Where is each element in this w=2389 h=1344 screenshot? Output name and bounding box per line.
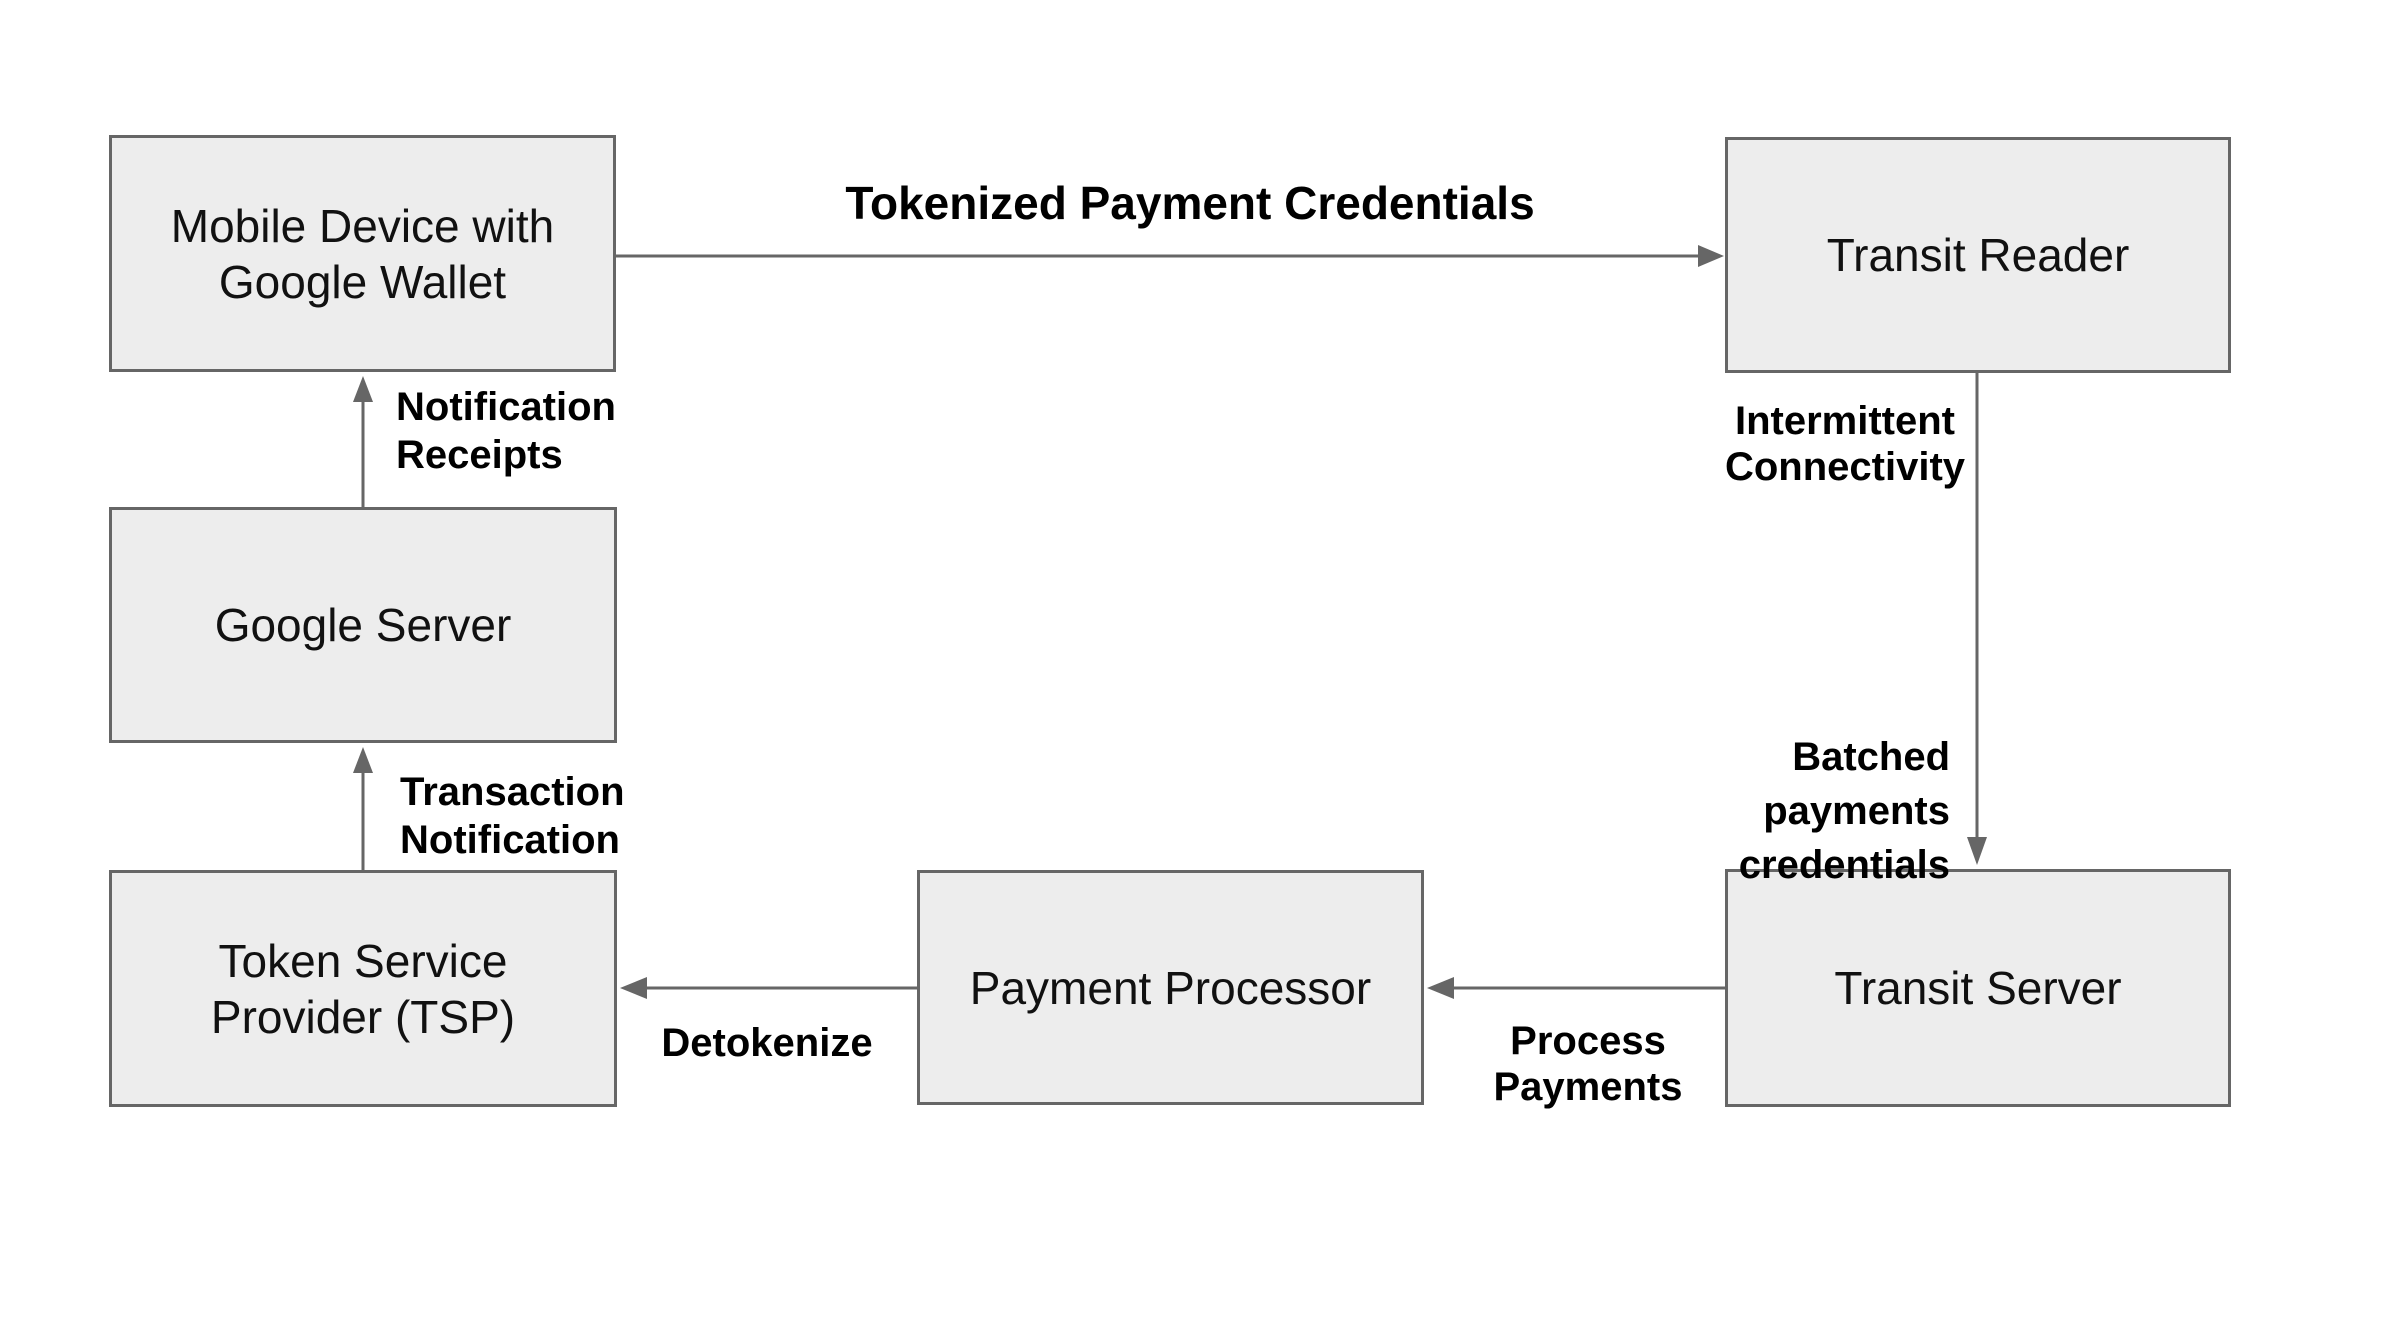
edge-tsp-to-google-server-arrow [353,747,373,870]
node-mobile-device-google-wallet-label: Mobile Device with Google Wallet [170,199,555,308]
edge-label-batched-payments-credentials: Batched payments credentials [1738,735,1950,887]
node-transit-server-label: Transit Server [1834,962,2122,1014]
node-transit-server: Transit Server [1725,869,2231,1107]
node-token-service-provider: Token Service Provider (TSP) [109,870,617,1107]
node-token-service-provider-label: Token Service Provider (TSP) [210,934,516,1043]
node-mobile-device-google-wallet: Mobile Device with Google Wallet [109,135,616,372]
node-google-server-label: Google Server [214,599,512,651]
edge-payment-processor-to-tsp-arrow [620,977,917,999]
edge-label-tokenized-payment-credentials: Tokenized Payment Credentials [845,177,1535,229]
edge-label-process-payments: Process Payments [1493,1019,1683,1109]
node-payment-processor: Payment Processor [917,870,1424,1105]
node-transit-reader: Transit Reader [1725,137,2231,373]
edge-label-detokenize: Detokenize [661,1021,873,1065]
edge-mobile-to-transit-reader-arrow [616,245,1724,267]
edge-label-notification-receipts: Notification Receipts [396,385,616,477]
edge-label-transaction-notification: Transaction Notification [400,770,625,862]
node-payment-processor-label: Payment Processor [969,961,1372,1014]
node-google-server: Google Server [109,507,617,743]
edge-google-server-to-mobile-arrow [353,376,373,507]
edge-transit-server-to-payment-processor-arrow [1427,977,1725,999]
edge-label-intermittent-connectivity: Intermittent Connectivity [1724,399,1966,489]
node-transit-reader-label: Transit Reader [1826,229,2130,281]
